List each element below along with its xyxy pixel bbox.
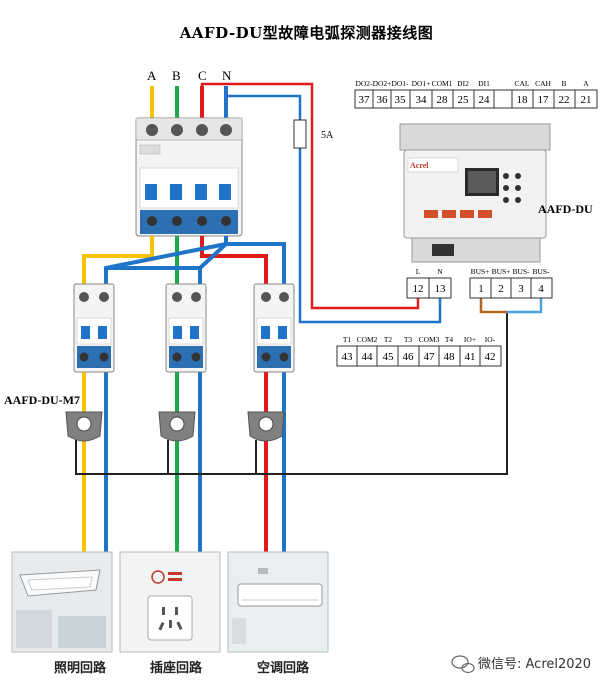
bus-terminal-2: 2 (498, 283, 504, 295)
device-brand-text: Acrel (410, 161, 429, 170)
wire-n-supply-lower (298, 148, 442, 324)
bus-terminal-1: 1 (478, 283, 484, 295)
top-header-1: DO2+ (373, 79, 392, 88)
bottom-terminal-1: 44 (362, 351, 374, 363)
sensor-model-label: AAFD-DU-M7 (4, 393, 80, 407)
bottom-header-6: IO+ (464, 335, 476, 344)
bottom-header-0: T1 (343, 335, 352, 344)
diagram-title: AAFD-DU型故障电弧探测器接线图 (179, 24, 434, 42)
load-ceiling-light (11, 551, 113, 653)
bottom-terminal-0: 43 (342, 351, 354, 363)
top-terminal-7: 18 (517, 94, 529, 106)
circuit-label-ac: 空调回路 (257, 660, 310, 676)
top-header-4: COM1 (432, 79, 453, 88)
bottom-terminal-strip (336, 345, 502, 367)
wechat-icon (451, 655, 475, 674)
top-header-6: DI1 (478, 79, 490, 88)
power-header-n: N (437, 267, 443, 276)
top-terminal-8: 17 (538, 94, 550, 106)
bottom-header-5: T4 (445, 335, 454, 344)
top-terminal-1: 36 (377, 94, 389, 106)
top-header-3: DO1+ (412, 79, 431, 88)
top-terminal-4: 28 (437, 94, 449, 106)
bottom-terminal-7: 42 (485, 351, 496, 363)
top-terminal-2: 35 (395, 94, 407, 106)
wire-n-main (224, 236, 286, 552)
bottom-header-7: IO- (485, 335, 496, 344)
bus-header-1: BUS+ (492, 267, 511, 276)
sensor-bus-wire (75, 312, 508, 475)
device-model-label: AAFD-DU (538, 202, 593, 216)
top-header-2: DO1- (391, 79, 409, 88)
top-header-9: B (561, 79, 566, 88)
main-breaker (135, 117, 243, 237)
power-terminal-12: 12 (413, 283, 424, 295)
bus-plus-wire (479, 298, 507, 314)
bottom-terminal-5: 48 (444, 351, 456, 363)
top-terminal-9: 22 (559, 94, 570, 106)
bottom-terminal-6: 41 (465, 351, 476, 363)
top-terminal-6: 24 (479, 94, 491, 106)
top-terminal-3: 34 (416, 94, 428, 106)
wire-a-dist (82, 236, 154, 290)
bus-header-2: BUS- (512, 267, 530, 276)
bus-header-0: BUS+ (471, 267, 490, 276)
watermark-text: 微信号: Acrel2020 (478, 657, 591, 672)
bottom-terminal-4: 47 (424, 351, 436, 363)
bottom-header-2: T2 (384, 335, 393, 344)
load-air-conditioner (227, 551, 329, 653)
fuse (293, 119, 307, 149)
bus-minus-wire (507, 298, 543, 314)
bus-header-3: BUS- (532, 267, 550, 276)
top-header-8: CAH (535, 79, 551, 88)
bus-terminal-4: 4 (538, 283, 544, 295)
fuse-label: 5A (321, 130, 334, 141)
arc-sensor-3 (247, 411, 285, 442)
phase-n-label: N (222, 68, 232, 83)
top-header-10: A (583, 79, 589, 88)
phase-b-label: B (172, 68, 181, 83)
wire-c-dist (200, 236, 268, 290)
arc-sensor-1 (65, 411, 103, 442)
power-header-l: L (416, 267, 421, 276)
circuit-label-socket: 插座回路 (150, 660, 203, 676)
branch-breaker-2 (165, 283, 207, 373)
top-terminal-5: 25 (458, 94, 470, 106)
bottom-terminal-2: 45 (383, 351, 395, 363)
top-terminal-strip (354, 89, 598, 109)
bus-terminal-3: 3 (518, 283, 524, 295)
power-terminal-block (406, 277, 452, 299)
top-header-0: DO2- (355, 79, 373, 88)
bottom-header-4: COM3 (419, 335, 440, 344)
top-terminal-0: 37 (359, 94, 371, 106)
branch-breaker-1 (73, 283, 115, 373)
circuit-label-lighting: 照明回路 (54, 660, 107, 676)
branch-breaker-3 (253, 283, 295, 373)
power-terminal-13: 13 (435, 283, 447, 295)
bus-terminal-block (469, 277, 553, 299)
wire-n-supply (224, 94, 302, 120)
wire-l-supply (200, 82, 420, 310)
bottom-header-3: T3 (404, 335, 413, 344)
top-terminal-10: 21 (581, 94, 592, 106)
top-header-7: CAL (515, 79, 530, 88)
load-wall-socket (119, 551, 221, 653)
top-header-5: DI2 (457, 79, 469, 88)
aafd-du-device (399, 123, 551, 263)
bottom-header-1: COM2 (357, 335, 378, 344)
arc-sensor-2 (158, 411, 196, 442)
phase-a-label: A (147, 68, 157, 83)
phase-c-label: C (198, 68, 207, 83)
bottom-terminal-3: 46 (403, 351, 415, 363)
